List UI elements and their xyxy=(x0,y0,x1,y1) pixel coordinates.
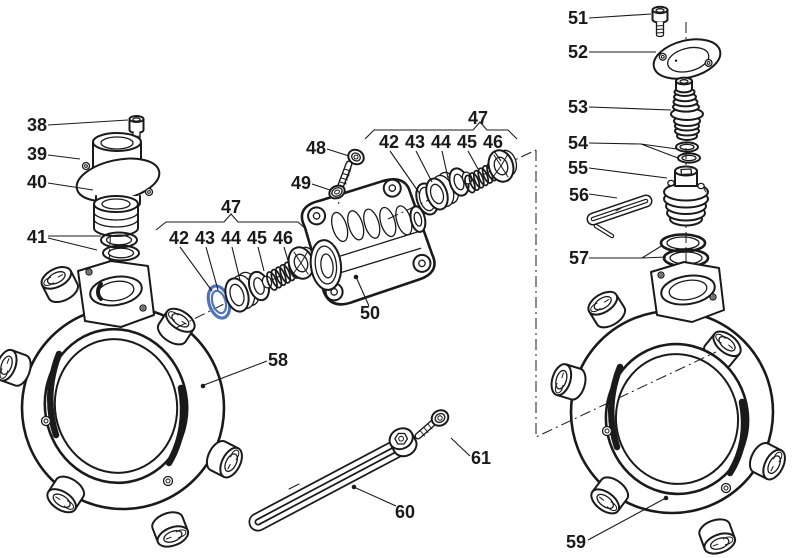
label-41: 41 xyxy=(27,227,47,247)
label-50: 50 xyxy=(360,303,380,323)
part-49-washer xyxy=(328,184,346,200)
label-55: 55 xyxy=(568,158,588,178)
label-47-left: 47 xyxy=(221,197,241,217)
label-61: 61 xyxy=(471,448,491,468)
part-54-o-rings xyxy=(675,141,701,164)
label-53: 53 xyxy=(568,97,588,117)
leader-lines xyxy=(47,13,679,541)
label-44-top: 44 xyxy=(431,132,451,152)
part-55-valve-fitting xyxy=(663,165,709,227)
label-60: 60 xyxy=(395,502,415,522)
part-41-o-rings xyxy=(100,231,140,262)
label-59: 59 xyxy=(566,532,586,552)
part-44-valve-poppet-left xyxy=(247,270,273,302)
label-56: 56 xyxy=(569,185,589,205)
part-60-wire-loop xyxy=(248,427,418,532)
label-52: 52 xyxy=(568,42,588,62)
part-59-casing-right xyxy=(550,261,786,555)
label-57: 57 xyxy=(569,248,589,268)
part-50-valve-body xyxy=(300,178,436,306)
label-45-left: 45 xyxy=(247,228,267,248)
label-49: 49 xyxy=(291,173,311,193)
part-56-retaining-clip xyxy=(586,194,653,239)
label-54: 54 xyxy=(568,133,588,153)
label-39: 39 xyxy=(27,144,47,164)
label-48: 48 xyxy=(306,138,326,158)
part-labels: 38 39 40 41 47 42 43 44 45 46 48 49 47 4… xyxy=(27,8,589,552)
label-47-top: 47 xyxy=(468,108,488,128)
bracket-47-top xyxy=(364,121,518,140)
label-43-top: 43 xyxy=(405,132,425,152)
part-52-flange-plate xyxy=(652,38,722,80)
part-46-valve-cage-top xyxy=(487,149,518,183)
label-43-left: 43 xyxy=(195,228,215,248)
part-61-screw xyxy=(414,409,450,440)
label-46-top: 46 xyxy=(483,132,503,152)
part-51-screw xyxy=(651,5,669,38)
part-58-casing-left xyxy=(0,260,243,548)
label-40: 40 xyxy=(27,172,47,192)
part-53-valve-stem xyxy=(670,76,704,141)
label-42-left: 42 xyxy=(169,228,189,248)
part-40-ribbed-sleeve xyxy=(93,195,139,237)
part-48-screw xyxy=(337,148,365,189)
label-44-left: 44 xyxy=(221,228,241,248)
label-46-left: 46 xyxy=(273,228,293,248)
label-58: 58 xyxy=(268,350,288,370)
label-45-top: 45 xyxy=(457,132,477,152)
label-42-top: 42 xyxy=(379,132,399,152)
bracket-47-left xyxy=(155,213,308,231)
label-38: 38 xyxy=(27,115,47,135)
label-51: 51 xyxy=(568,8,588,28)
